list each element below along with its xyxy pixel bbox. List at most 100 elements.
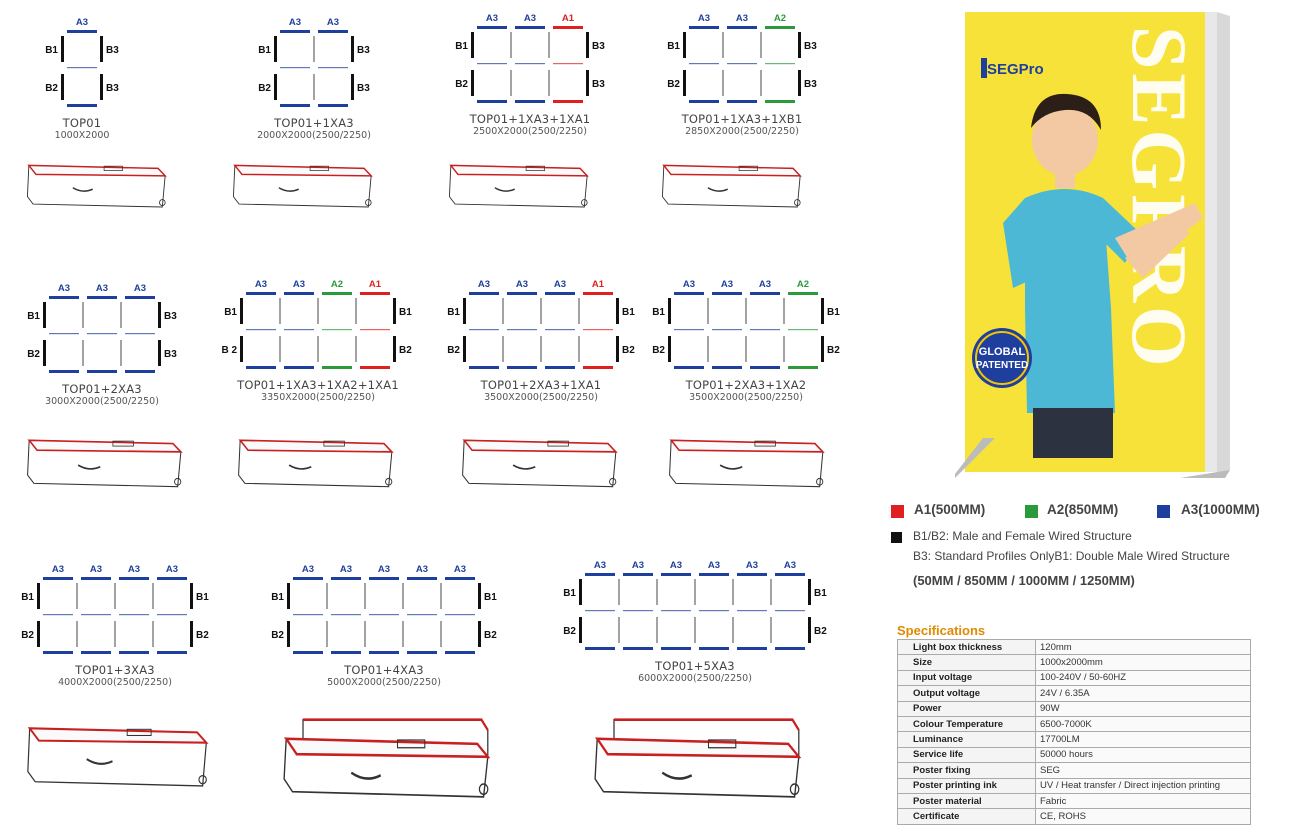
spec-value: 6500-7000K [1035, 715, 1251, 733]
sizes-note: (50MM / 850MM / 1000MM / 1250MM) [913, 573, 1135, 588]
a2-swatch [1025, 505, 1038, 518]
joint-line [152, 583, 154, 609]
side-post-right [616, 336, 619, 362]
joint-line [722, 70, 724, 96]
profile-bar [49, 333, 79, 335]
profile-bar [689, 63, 719, 65]
side-post-right [190, 621, 193, 647]
profile-label-a3: A3 [378, 564, 390, 575]
joint-line [760, 70, 762, 96]
side-post-right [586, 70, 589, 96]
profile-label-a3: A3 [524, 13, 536, 24]
profile-bar [445, 614, 475, 616]
profile-bar [661, 573, 691, 576]
side-post-left [37, 583, 40, 609]
profile-bar [125, 370, 155, 373]
config-title: TOP01+5XA3 [655, 659, 735, 673]
spec-value: 120mm [1035, 638, 1251, 656]
profile-bar [699, 573, 729, 576]
spec-value: 1000x2000mm [1035, 654, 1251, 671]
config-title: TOP01+1XA3+1XA2+1XA1 [237, 378, 399, 392]
side-label-left: B1 [224, 307, 237, 318]
config-title: TOP01+2XA3+1XA2 [685, 378, 807, 392]
spec-value: CE, ROHS [1035, 808, 1251, 825]
profile-bar [81, 651, 111, 654]
joint-line [578, 298, 580, 324]
profile-bar [689, 100, 719, 103]
side-label-right: B3 [164, 311, 177, 322]
profile-label-a3: A3 [289, 17, 301, 28]
profile-bar [43, 651, 73, 654]
side-post-right [393, 336, 396, 362]
joint-line [578, 336, 580, 362]
profile-bar [623, 610, 653, 612]
profile-bar [674, 366, 704, 369]
side-post-left [240, 298, 243, 324]
profile-bar [369, 614, 399, 616]
profile-bar [515, 26, 545, 29]
side-label-right: B3 [106, 83, 119, 94]
side-label-right: B3 [592, 79, 605, 90]
config-title: TOP01+2XA3 [62, 382, 142, 396]
side-post-right [478, 583, 481, 609]
side-label-right: B3 [804, 41, 817, 52]
joint-line [656, 579, 658, 605]
side-post-left [287, 583, 290, 609]
side-post-right [158, 340, 161, 366]
joint-line [760, 32, 762, 58]
joint-line [76, 583, 78, 609]
joint-line [313, 36, 315, 62]
side-post-left [61, 36, 64, 62]
profile-label-a3: A3 [784, 560, 796, 571]
side-post-right [478, 621, 481, 647]
profile-label-a3: A3 [96, 283, 108, 294]
config-dimensions: 2000X2000(2500/2250) [257, 130, 371, 141]
svg-text:GLOBAL: GLOBAL [979, 346, 1026, 358]
side-post-right [190, 583, 193, 609]
side-post-left [579, 617, 582, 643]
side-label-right: B1 [622, 307, 635, 318]
joint-line [279, 336, 281, 362]
profile-bar [87, 333, 117, 335]
spec-value: 17700LM [1035, 731, 1251, 748]
profile-label-a3: A3 [670, 560, 682, 571]
config-dimensions: 6000X2000(2500/2250) [638, 673, 752, 684]
side-post-right [798, 70, 801, 96]
carry-bag-image [27, 727, 209, 787]
profile-bar [727, 63, 757, 65]
side-post-left [579, 579, 582, 605]
side-post-right [351, 74, 354, 100]
carry-bag-image [232, 164, 373, 208]
patent-badge [972, 328, 1032, 388]
profile-bar [49, 370, 79, 373]
profile-bar [280, 104, 310, 107]
joint-line [364, 583, 366, 609]
specifications-title: Specifications [897, 623, 986, 638]
joint-line [745, 336, 747, 362]
profile-label-a3: A3 [516, 279, 528, 290]
side-label-right: B2 [196, 630, 209, 641]
joint-line [656, 617, 658, 643]
joint-line [618, 579, 620, 605]
carry-bag-image [669, 439, 825, 488]
config-title: TOP01+3XA3 [75, 663, 155, 677]
carry-bag-image [448, 164, 589, 208]
profile-bar [49, 296, 79, 299]
profile-label-a3: A3 [721, 279, 733, 290]
side-label-left: B2 [667, 79, 680, 90]
side-post-right [158, 302, 161, 328]
side-label-right: B1 [196, 592, 209, 603]
profile-label-a2: A2 [797, 279, 809, 290]
profile-bar [322, 366, 352, 369]
side-label-left: B 2 [221, 345, 237, 356]
profile-bar [331, 577, 361, 580]
profile-bar [585, 610, 615, 612]
side-label-left: B1 [447, 307, 460, 318]
